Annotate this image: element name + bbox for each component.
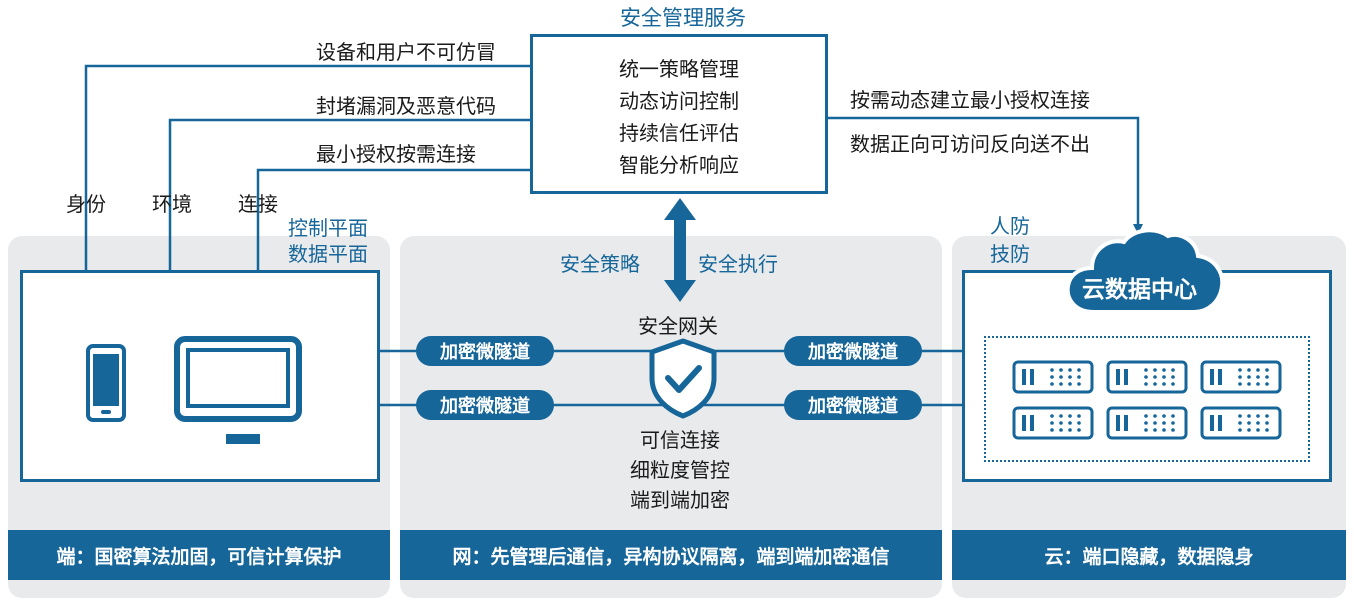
flow-line-environment: [168, 115, 540, 270]
policy-arrow-up: [664, 198, 696, 220]
server-icon: [1200, 360, 1282, 394]
network-summary-bar: 网：先管理后通信，异构协议隔离，端到端加密通信: [400, 530, 942, 580]
service-title: 安全管理服务: [620, 6, 746, 30]
service-item: 统一策略管理: [619, 57, 739, 81]
endpoint-summary-bar: 端：国密算法加固，可信计算保护: [8, 530, 390, 580]
phone-icon: [86, 344, 126, 422]
flow-line-connection: [256, 165, 540, 270]
pillar-identity: 身份: [66, 192, 106, 216]
flow-label-connection: 最小授权按需连接: [316, 142, 476, 166]
gateway-feature-trusted: 可信连接: [640, 428, 720, 452]
right-flow-label-1: 按需动态建立最小授权连接: [850, 88, 1090, 112]
control-plane-label: 控制平面: [288, 216, 368, 240]
tunnel-right-top: 加密微隧道: [784, 336, 922, 366]
human-defense-label: 人防: [990, 214, 1030, 238]
tech-defense-label: 技防: [990, 242, 1030, 266]
server-rack-area: [984, 336, 1310, 462]
data-plane-label: 数据平面: [288, 242, 368, 266]
gateway-feature-granular: 细粒度管控: [630, 458, 730, 482]
gateway-title: 安全网关: [638, 314, 718, 338]
flow-label-identity: 设备和用户不可仿冒: [316, 40, 496, 64]
monitor-icon: [174, 336, 302, 448]
endpoint-device-box: [20, 270, 380, 482]
tunnel-left-top: 加密微隧道: [416, 336, 554, 366]
tunnel-right-bottom: 加密微隧道: [784, 390, 922, 420]
service-item: 动态访问控制: [619, 89, 739, 113]
pillar-connection: 连接: [238, 192, 278, 216]
shield-check-icon: [648, 338, 718, 419]
cloud-icon: [1064, 228, 1226, 316]
gateway-feature-e2e: 端到端加密: [630, 488, 730, 512]
cloud-datacenter-label: 云数据中心: [1082, 277, 1197, 303]
policy-arrow-down: [664, 280, 696, 302]
service-item: 智能分析响应: [619, 153, 739, 177]
right-flow-label-2: 数据正向可访问反向送不出: [850, 132, 1090, 156]
pillar-environment: 环境: [152, 192, 192, 216]
tunnel-left-bottom: 加密微隧道: [416, 390, 554, 420]
server-icon: [1106, 406, 1188, 440]
flow-line-identity: [84, 61, 540, 270]
security-management-box: 统一策略管理 动态访问控制 持续信任评估 智能分析响应: [530, 34, 828, 194]
server-icon: [1012, 406, 1094, 440]
server-icon: [1106, 360, 1188, 394]
server-icon: [1012, 360, 1094, 394]
service-item: 持续信任评估: [619, 121, 739, 145]
flow-line-cloud: [826, 116, 1143, 234]
server-icon: [1200, 406, 1282, 440]
enforcement-label: 安全执行: [698, 252, 778, 276]
cloud-summary-bar: 云：端口隐藏，数据隐身: [952, 530, 1346, 580]
flow-label-environment: 封堵漏洞及恶意代码: [316, 94, 496, 118]
policy-label: 安全策略: [560, 252, 640, 276]
